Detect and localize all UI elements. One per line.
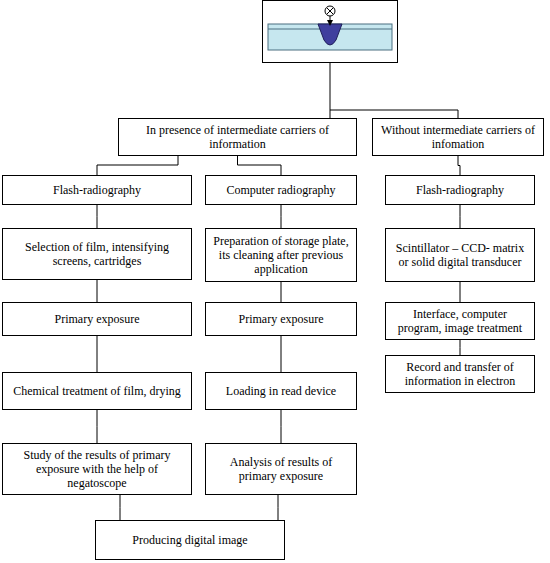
connector-line <box>460 205 461 228</box>
connector-line <box>460 340 461 355</box>
radiation-source <box>325 6 335 16</box>
box-text: Chemical treatment of film, drying <box>13 384 181 398</box>
process-box: Primary exposure <box>205 302 357 336</box>
connector-line <box>281 410 282 443</box>
weld-bead <box>318 24 342 45</box>
connector-line <box>281 205 282 228</box>
box-text: Preparation of storage plate, its cleani… <box>212 234 350 276</box>
box-text: Selection of film, intensifying screens,… <box>9 240 185 268</box>
box-text: Interface, computer program, image treat… <box>392 307 528 335</box>
box-text: Computer radiography <box>227 183 336 197</box>
process-box: Producing digital image <box>95 520 285 560</box>
box-text: Loading in read device <box>226 384 336 398</box>
process-box: Record and transfer of information in el… <box>385 355 535 393</box>
box-text: Flash-radiography <box>53 183 141 197</box>
connector-line <box>97 156 178 175</box>
process-box: Loading in read device <box>205 372 357 410</box>
box-text: Flash-radiography <box>416 183 504 197</box>
box-text: Primary exposure <box>55 312 140 326</box>
process-box: Study of the results of primary exposure… <box>2 443 192 495</box>
box-text: Producing digital image <box>132 533 247 547</box>
process-box: Analysis of results of primary exposure <box>205 443 357 495</box>
connector-line <box>97 336 98 372</box>
process-box: In presence of intermediate carriers of … <box>118 118 357 156</box>
process-box: Flash-radiography <box>2 175 192 205</box>
box-text: In presence of intermediate carriers of … <box>125 123 350 151</box>
connector-line <box>458 156 460 175</box>
illustration-frame <box>263 1 398 63</box>
connector-line <box>460 282 461 302</box>
source-mark <box>327 8 333 14</box>
connector-line <box>238 156 282 175</box>
connector-line <box>120 495 121 520</box>
box-text: Scintillator – CCD- matrix or solid digi… <box>392 241 528 269</box>
base-plate <box>268 24 392 50</box>
connector-line <box>97 205 98 228</box>
process-box: Chemical treatment of film, drying <box>2 372 192 410</box>
process-box: Interface, computer program, image treat… <box>385 302 535 340</box>
connector-line <box>278 495 279 520</box>
box-text: Record and transfer of information in el… <box>392 360 528 388</box>
process-box: Primary exposure <box>2 302 192 336</box>
connector-line <box>281 282 282 302</box>
process-box: Preparation of storage plate, its cleani… <box>205 228 357 282</box>
connector-line <box>281 336 282 372</box>
process-box: Flash-radiography <box>385 175 535 205</box>
process-box: Without intermediate carriers of infomat… <box>372 118 544 156</box>
split-line <box>330 62 458 118</box>
box-text: Analysis of results of primary exposure <box>212 455 350 483</box>
process-box: Selection of film, intensifying screens,… <box>2 228 192 280</box>
process-box: Scintillator – CCD- matrix or solid digi… <box>385 228 535 282</box>
box-text: Primary exposure <box>239 312 324 326</box>
beam-arrowhead <box>327 20 333 26</box>
box-text: Study of the results of primary exposure… <box>9 448 185 490</box>
connector-line <box>97 280 98 302</box>
box-text: Without intermediate carriers of infomat… <box>379 123 537 151</box>
process-box: Computer radiography <box>205 175 357 205</box>
connector-line <box>97 410 98 443</box>
